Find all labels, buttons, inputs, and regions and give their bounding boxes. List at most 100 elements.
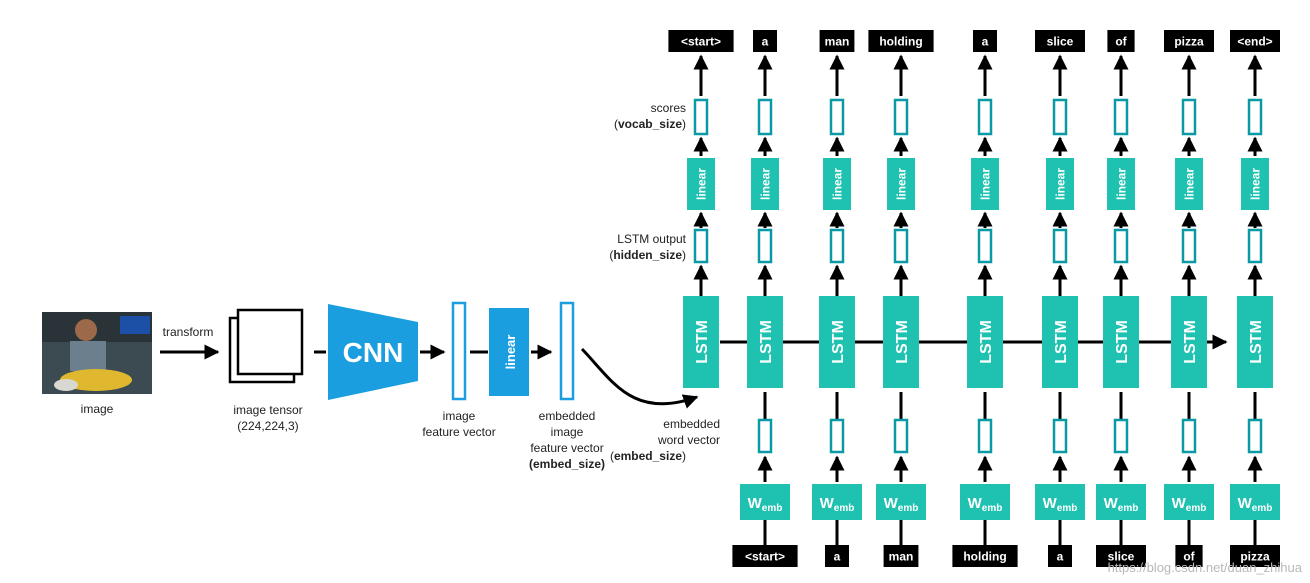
step-4-word-embed-box bbox=[893, 418, 909, 454]
step-1-scores-box bbox=[693, 98, 709, 136]
step-3-word-embed-box bbox=[829, 418, 845, 454]
step-9-input-token: pizza bbox=[1240, 550, 1270, 564]
step-4-input-token-box bbox=[883, 545, 919, 567]
word-embed-size-bold: embed_size bbox=[614, 449, 682, 463]
step-3-wemb-sub: emb bbox=[834, 503, 855, 514]
step-2-wemb-sub: emb bbox=[762, 503, 783, 514]
step-6-lstm-block bbox=[1042, 296, 1078, 388]
step-6-input-token: a bbox=[1057, 550, 1064, 564]
cnn-block bbox=[328, 304, 418, 400]
step-9-lstm-label: LSTM bbox=[1248, 320, 1265, 364]
step-7-wemb-w: W bbox=[1104, 495, 1119, 512]
step-8-output-token: pizza bbox=[1174, 35, 1204, 49]
step-8-word-embed-box bbox=[1181, 418, 1197, 454]
step-8-wemb-label: Wemb bbox=[1172, 495, 1207, 514]
step-4-output-token: holding bbox=[879, 35, 922, 49]
vocab-size-label: (vocab_size) bbox=[614, 117, 686, 131]
step-2-output-token-box bbox=[753, 30, 777, 52]
step-5-linear-label: linear bbox=[979, 168, 993, 200]
step-4-wemb-label: Wemb bbox=[884, 495, 919, 514]
step-4-linear-block bbox=[887, 158, 915, 210]
step-2-lstm-block bbox=[747, 296, 783, 388]
step-8-linear-label: linear bbox=[1183, 168, 1197, 200]
step-9-linear-block bbox=[1241, 158, 1269, 210]
step-4-input-token: man bbox=[889, 550, 914, 564]
step-5-wemb-sub: emb bbox=[982, 503, 1003, 514]
step-7-wemb-sub: emb bbox=[1118, 503, 1139, 514]
step-5-scores-box bbox=[977, 98, 993, 136]
step-8-lstm-output-box bbox=[1181, 228, 1197, 264]
step-7-word-embed-box bbox=[1113, 418, 1129, 454]
step-6-wemb-block bbox=[1035, 484, 1085, 520]
step-6-lstm-output-box bbox=[1052, 228, 1068, 264]
watermark: https://blog.csdn.net/duan_zhihua bbox=[1108, 560, 1303, 575]
embedded-image-label-1: embedded bbox=[539, 409, 596, 423]
step-9-output-token-box bbox=[1230, 30, 1280, 52]
step-2-lstm-label: LSTM bbox=[758, 320, 775, 364]
step-7-input-token-box bbox=[1096, 545, 1146, 567]
step-7-output-token: of bbox=[1115, 35, 1127, 49]
step-3-lstm-label: LSTM bbox=[830, 320, 847, 364]
step-2-wemb-label: Wemb bbox=[748, 495, 783, 514]
word-vector-label-1: embedded bbox=[663, 417, 720, 431]
step-9-scores-box bbox=[1247, 98, 1263, 136]
step-7-lstm-block bbox=[1103, 296, 1139, 388]
step-6-linear-block bbox=[1046, 158, 1074, 210]
feature-vector-label-2: feature vector bbox=[422, 425, 495, 439]
step-5-wemb-w: W bbox=[968, 495, 983, 512]
image-feature-vector bbox=[451, 301, 467, 401]
vocab-size-bold: vocab_size bbox=[618, 117, 682, 131]
step-2-lstm-output-box bbox=[757, 228, 773, 264]
hidden-size-label: (hidden_size) bbox=[609, 248, 686, 262]
step-3-wemb-w: W bbox=[820, 495, 835, 512]
step-8-lstm-block bbox=[1171, 296, 1207, 388]
step-5-lstm-block bbox=[967, 296, 1003, 388]
step-1-lstm-output-box bbox=[693, 228, 709, 264]
scores-label: scores bbox=[651, 101, 686, 115]
step-3-wemb-label: Wemb bbox=[820, 495, 855, 514]
step-5-wemb-label: Wemb bbox=[968, 495, 1003, 514]
embedded-image-vector bbox=[559, 301, 575, 401]
embed-size-label: (embed_size) bbox=[529, 457, 605, 471]
step-3-output-token: man bbox=[825, 35, 850, 49]
step-2-wemb-block bbox=[740, 484, 790, 520]
step-8-scores-box bbox=[1181, 98, 1197, 136]
step-8-lstm-label: LSTM bbox=[1182, 320, 1199, 364]
step-3-lstm-block bbox=[819, 296, 855, 388]
step-7-wemb-block bbox=[1096, 484, 1146, 520]
step-3-linear-block bbox=[823, 158, 851, 210]
step-7-lstm-output-box bbox=[1113, 228, 1129, 264]
embedded-image-label-3: feature vector bbox=[530, 441, 603, 455]
step-3-input-token: a bbox=[834, 550, 841, 564]
image-tensor bbox=[228, 308, 304, 384]
embedded-image-label-2: image bbox=[551, 425, 584, 439]
step-5-word-embed-box bbox=[977, 418, 993, 454]
step-6-word-embed-box bbox=[1052, 418, 1068, 454]
step-6-wemb-sub: emb bbox=[1057, 503, 1078, 514]
step-5-input-token-box bbox=[952, 545, 1018, 567]
step-7-linear-block bbox=[1107, 158, 1135, 210]
transform-label: transform bbox=[163, 325, 214, 339]
lstm-output-label: LSTM output bbox=[617, 232, 686, 246]
tensor-shape-label: (224,224,3) bbox=[237, 419, 298, 433]
step-4-lstm-output-box bbox=[893, 228, 909, 264]
step-8-linear-block bbox=[1175, 158, 1203, 210]
step-4-wemb-w: W bbox=[884, 495, 899, 512]
step-8-input-token-box bbox=[1175, 545, 1203, 567]
step-3-linear-label: linear bbox=[831, 168, 845, 200]
step-5-input-token: holding bbox=[963, 550, 1006, 564]
step-9-output-token: <end> bbox=[1237, 35, 1272, 49]
step-3-lstm-output-box bbox=[829, 228, 845, 264]
step-9-lstm-block bbox=[1237, 296, 1273, 388]
step-3-output-token-box bbox=[819, 30, 855, 52]
step-1-output-token: <start> bbox=[681, 35, 721, 49]
curved-arrow-to-lstm bbox=[580, 347, 699, 409]
step-9-wemb-block bbox=[1230, 484, 1280, 520]
word-vector-label-2: word vector bbox=[657, 433, 720, 447]
step-4-scores-box bbox=[893, 98, 909, 136]
step-6-input-token-box bbox=[1048, 545, 1072, 567]
input-photo bbox=[42, 312, 152, 394]
step-6-linear-label: linear bbox=[1054, 168, 1068, 200]
step-9-word-embed-box bbox=[1247, 418, 1263, 454]
